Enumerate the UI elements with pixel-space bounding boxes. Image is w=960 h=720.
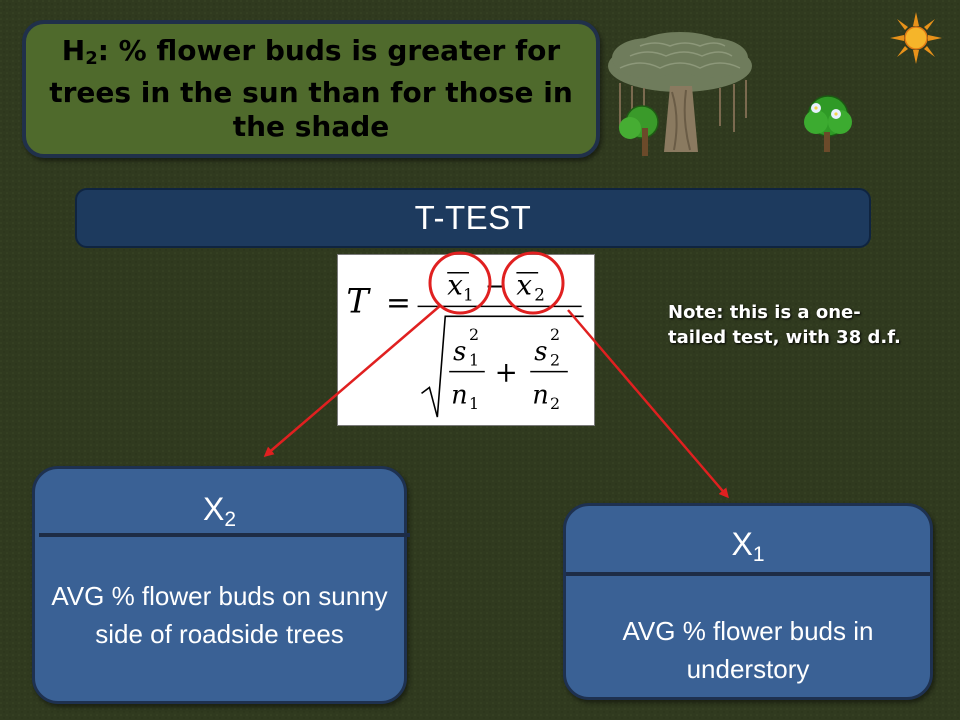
formula-s1-sup: 2 bbox=[469, 325, 479, 344]
card-x2: X2 AVG % flower buds on sunny side of ro… bbox=[32, 466, 410, 704]
formula-graphic: T = x 1 − x 2 s 2 1 n 1 + s 2 2 bbox=[346, 269, 584, 418]
formula-n1-sub: 1 bbox=[469, 394, 479, 413]
card-x1-subscript: 1 bbox=[752, 543, 765, 566]
degrees-of-freedom-note: Note: this is a one-tailed test, with 38… bbox=[668, 302, 901, 348]
formula-mean-2-sub: 2 bbox=[534, 284, 545, 304]
hypothesis-statement: : % flower buds is greater for trees in … bbox=[49, 34, 573, 143]
hypothesis-box: H2: % flower buds is greater for trees i… bbox=[22, 20, 600, 158]
formula-s1-sub: 1 bbox=[469, 351, 479, 370]
formula-n2: n bbox=[532, 380, 549, 410]
card-x2-description: AVG % flower buds on sunny side of roads… bbox=[51, 581, 388, 649]
hypothesis-subscript: 2 bbox=[85, 48, 98, 69]
formula-lhs: T bbox=[346, 281, 371, 320]
formula-s2-sub: 2 bbox=[550, 351, 560, 370]
sun-icon bbox=[890, 12, 942, 64]
formula-n1: n bbox=[451, 380, 468, 410]
card-x2-heading: X2 bbox=[35, 491, 404, 532]
card-x1-description: AVG % flower buds in understory bbox=[622, 616, 874, 684]
formula-s2-sup: 2 bbox=[550, 325, 560, 344]
banyan-tree-icon bbox=[608, 32, 752, 156]
card-x2-subscript: 2 bbox=[224, 508, 237, 531]
hypothesis-prefix: H bbox=[61, 34, 86, 67]
formula-minus: − bbox=[485, 272, 507, 302]
t-test-title: T-TEST bbox=[414, 199, 532, 236]
t-statistic-formula: T = x 1 − x 2 s 2 1 n 1 + s 2 2 bbox=[337, 254, 595, 426]
card-x1-symbol: X bbox=[731, 526, 753, 562]
hypothesis-text: H2: % flower buds is greater for trees i… bbox=[44, 34, 578, 144]
formula-mean-1-sub: 1 bbox=[463, 284, 474, 304]
formula-equals: = bbox=[386, 284, 411, 319]
formula-mean-1: x bbox=[447, 269, 463, 302]
t-test-banner: T-TEST bbox=[75, 188, 871, 248]
flowering-bush-icon bbox=[804, 95, 852, 152]
card-x2-symbol: X bbox=[202, 491, 225, 527]
card-x1-heading: X1 bbox=[566, 526, 930, 567]
formula-mean-2: x bbox=[516, 269, 532, 302]
card-x1: X1 AVG % flower buds in understory bbox=[563, 503, 933, 700]
formula-s1: s bbox=[453, 337, 466, 367]
formula-s2: s bbox=[534, 337, 547, 367]
card-x2-divider bbox=[39, 533, 410, 537]
formula-n2-sub: 2 bbox=[550, 394, 560, 413]
card-x1-divider bbox=[566, 572, 930, 576]
formula-plus: + bbox=[495, 356, 518, 389]
